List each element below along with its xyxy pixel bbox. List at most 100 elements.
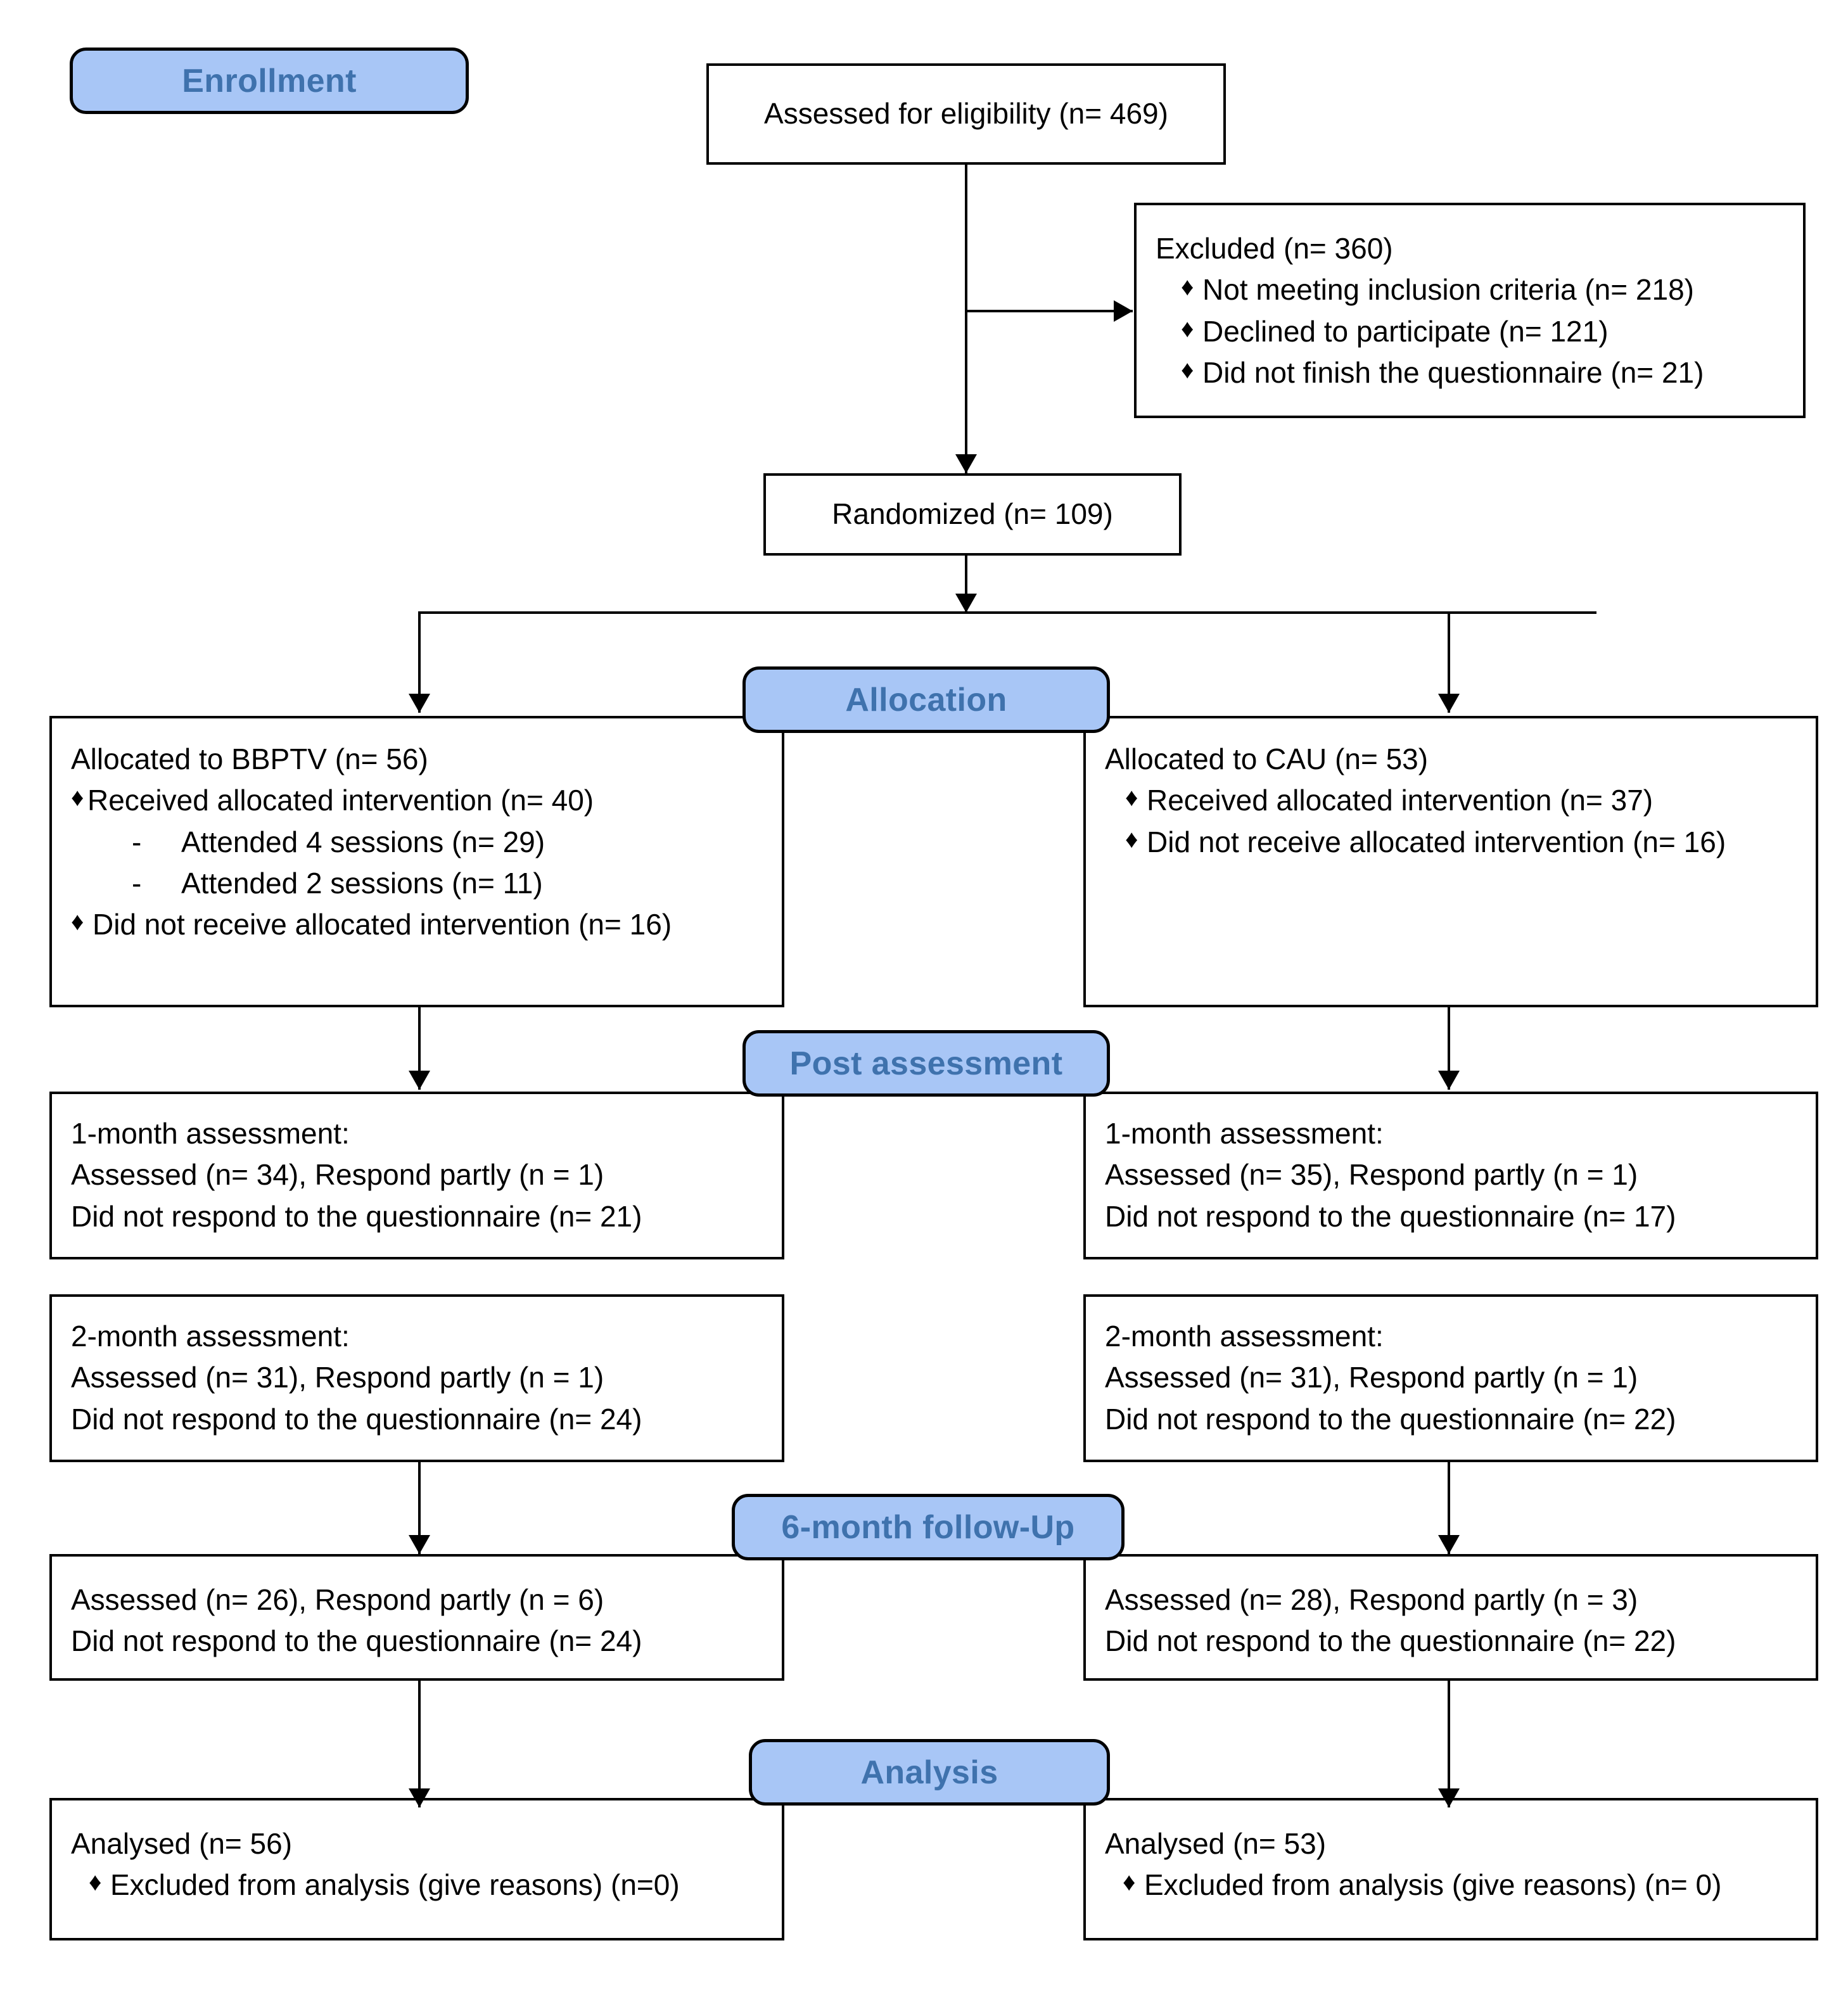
allocated-cau-received: ♦ Received allocated intervention (n= 37… xyxy=(1105,780,1797,821)
arrow-right-alloc-to-m1 xyxy=(1438,1071,1460,1090)
box-analysed-right: Analysed (n= 53) ♦ Excluded from analysi… xyxy=(1083,1798,1818,1940)
allocated-cau-header: Allocated to CAU (n= 53) xyxy=(1105,742,1429,775)
box-1month-left: 1-month assessment: Assessed (n= 34), Re… xyxy=(49,1092,784,1259)
diamond-bullet-icon: ♦ xyxy=(1181,314,1194,343)
allocated-cau-not-received: ♦ Did not receive allocated intervention… xyxy=(1105,822,1797,863)
connector-left-followup-to-analysis xyxy=(418,1681,421,1807)
excluded-reason-0-text: Not meeting inclusion criteria (n= 218) xyxy=(1202,273,1694,307)
box-1month-right: 1-month assessment: Assessed (n= 35), Re… xyxy=(1083,1092,1818,1259)
stage-label-analysis-text: Analysis xyxy=(860,1754,998,1791)
m1-right-assessed: Assessed (n= 35), Respond partly (n = 1) xyxy=(1105,1158,1638,1192)
allocated-bbptv-received: ♦ Received allocated intervention (n= 40… xyxy=(71,780,763,821)
box-followup-right: Assessed (n= 28), Respond partly (n = 3)… xyxy=(1083,1554,1818,1681)
arrow-assessed-to-randomized xyxy=(955,454,977,473)
connector-to-excluded xyxy=(965,310,1133,312)
connector-left-alloc-to-m1 xyxy=(418,1007,421,1090)
followup-right-assessed: Assessed (n= 28), Respond partly (n = 3) xyxy=(1105,1583,1638,1616)
allocated-bbptv-not-received: ♦ Did not receive allocated intervention… xyxy=(71,904,763,945)
m1-left-title: 1-month assessment: xyxy=(71,1117,350,1150)
stage-label-enrollment: Enrollment xyxy=(70,48,469,114)
m2-left-assessed: Assessed (n= 31), Respond partly (n = 1) xyxy=(71,1361,604,1394)
m2-right-assessed: Assessed (n= 31), Respond partly (n = 1) xyxy=(1105,1361,1638,1394)
diamond-bullet-icon: ♦ xyxy=(71,784,84,812)
randomized-text: Randomized (n= 109) xyxy=(832,497,1113,531)
analysed-right-count: Analysed (n= 53) xyxy=(1105,1827,1327,1860)
allocated-cau-received-text: Received allocated intervention (n= 37) xyxy=(1147,784,1654,817)
dash-bullet-icon: - xyxy=(132,825,142,858)
box-analysed-left: Analysed (n= 56) ♦ Excluded from analysi… xyxy=(49,1798,784,1940)
followup-left-assessed: Assessed (n= 26), Respond partly (n = 6) xyxy=(71,1583,604,1616)
arrow-left-alloc-to-m1 xyxy=(409,1071,430,1090)
arrow-randomized-split xyxy=(955,594,977,613)
connector-right-m2-to-followup xyxy=(1448,1462,1450,1554)
dash-bullet-icon: - xyxy=(132,866,142,900)
stage-label-allocation-text: Allocation xyxy=(845,681,1007,718)
excluded-reason-2-text: Did not finish the questionnaire (n= 21) xyxy=(1202,355,1704,389)
excluded-reason-2: ♦ Did not finish the questionnaire (n= 2… xyxy=(1156,352,1784,393)
box-2month-left: 2-month assessment: Assessed (n= 31), Re… xyxy=(49,1294,784,1462)
connector-split-right xyxy=(1448,611,1450,713)
stage-label-analysis: Analysis xyxy=(749,1739,1110,1806)
box-randomized: Randomized (n= 109) xyxy=(763,473,1182,556)
analysed-left-excluded-text: Excluded from analysis (give reasons) (n… xyxy=(110,1868,680,1902)
stage-label-followup: 6-month follow-Up xyxy=(732,1494,1125,1560)
excluded-reason-0: ♦ Not meeting inclusion criteria (n= 218… xyxy=(1156,269,1784,310)
excluded-header: Excluded (n= 360) xyxy=(1156,232,1393,265)
allocated-bbptv-sub-0-text: Attended 4 sessions (n= 29) xyxy=(181,825,545,858)
excluded-reason-1: ♦ Declined to participate (n= 121) xyxy=(1156,311,1784,352)
arrow-left-followup-to-analysis xyxy=(409,1788,430,1807)
diamond-bullet-icon: ♦ xyxy=(1123,1868,1136,1897)
arrow-split-left xyxy=(409,694,430,713)
stage-label-post-assessment-text: Post assessment xyxy=(789,1045,1063,1082)
allocated-bbptv-sub-0: - Attended 4 sessions (n= 29) xyxy=(71,822,763,863)
diamond-bullet-icon: ♦ xyxy=(1125,784,1138,812)
m1-right-title: 1-month assessment: xyxy=(1105,1117,1384,1150)
box-2month-right: 2-month assessment: Assessed (n= 31), Re… xyxy=(1083,1294,1818,1462)
allocated-bbptv-received-text: Received allocated intervention (n= 40) xyxy=(87,784,594,817)
analysed-left-excluded: ♦ Excluded from analysis (give reasons) … xyxy=(71,1864,763,1906)
analysed-right-excluded: ♦ Excluded from analysis (give reasons) … xyxy=(1105,1864,1797,1906)
allocated-bbptv-not-received-text: Did not receive allocated intervention (… xyxy=(92,908,672,941)
diamond-bullet-icon: ♦ xyxy=(1125,825,1138,853)
analysed-left-count: Analysed (n= 56) xyxy=(71,1827,293,1860)
assessed-for-eligibility-text: Assessed for eligibility (n= 469) xyxy=(764,97,1168,131)
followup-left-no-response: Did not respond to the questionnaire (n=… xyxy=(71,1624,642,1658)
diamond-bullet-icon: ♦ xyxy=(71,908,84,936)
excluded-reason-1-text: Declined to participate (n= 121) xyxy=(1202,314,1609,348)
box-followup-left: Assessed (n= 26), Respond partly (n = 6)… xyxy=(49,1554,784,1681)
arrow-right-m2-to-followup xyxy=(1438,1535,1460,1554)
connector-randomized-down xyxy=(965,556,967,613)
stage-label-allocation: Allocation xyxy=(742,666,1110,733)
followup-right-no-response: Did not respond to the questionnaire (n=… xyxy=(1105,1624,1676,1658)
allocated-bbptv-header: Allocated to BBPTV (n= 56) xyxy=(71,742,428,775)
m2-right-no-response: Did not respond to the questionnaire (n=… xyxy=(1105,1402,1676,1436)
m2-left-no-response: Did not respond to the questionnaire (n=… xyxy=(71,1402,642,1436)
stage-label-post-assessment: Post assessment xyxy=(742,1030,1110,1097)
box-allocated-cau: Allocated to CAU (n= 53) ♦ Received allo… xyxy=(1083,716,1818,1007)
connector-right-followup-to-analysis xyxy=(1448,1681,1450,1807)
allocated-bbptv-sub-1-text: Attended 2 sessions (n= 11) xyxy=(181,866,543,900)
arrow-split-right xyxy=(1438,694,1460,713)
allocated-bbptv-sub-1: - Attended 2 sessions (n= 11) xyxy=(71,863,763,904)
diamond-bullet-icon: ♦ xyxy=(89,1868,102,1897)
m1-left-no-response: Did not respond to the questionnaire (n=… xyxy=(71,1199,642,1233)
analysed-right-excluded-text: Excluded from analysis (give reasons) (n… xyxy=(1144,1868,1722,1902)
m2-left-title: 2-month assessment: xyxy=(71,1320,350,1353)
connector-right-alloc-to-m1 xyxy=(1448,1007,1450,1090)
arrow-left-m2-to-followup xyxy=(409,1535,430,1554)
box-assessed-for-eligibility: Assessed for eligibility (n= 469) xyxy=(706,63,1226,165)
connector-assessed-to-randomized xyxy=(965,165,967,473)
stage-label-enrollment-text: Enrollment xyxy=(182,62,357,99)
connector-split-left xyxy=(418,611,421,713)
diamond-bullet-icon: ♦ xyxy=(1181,273,1194,302)
allocated-cau-not-received-text: Did not receive allocated intervention (… xyxy=(1147,825,1726,858)
connector-left-m2-to-followup xyxy=(418,1462,421,1554)
stage-label-followup-text: 6-month follow-Up xyxy=(781,1508,1075,1546)
split-bar-allocation xyxy=(418,611,1596,614)
m1-right-no-response: Did not respond to the questionnaire (n=… xyxy=(1105,1199,1676,1233)
m1-left-assessed: Assessed (n= 34), Respond partly (n = 1) xyxy=(71,1158,604,1192)
arrow-right-followup-to-analysis xyxy=(1438,1788,1460,1807)
box-allocated-bbptv: Allocated to BBPTV (n= 56) ♦ Received al… xyxy=(49,716,784,1007)
arrow-to-excluded xyxy=(1114,300,1133,322)
